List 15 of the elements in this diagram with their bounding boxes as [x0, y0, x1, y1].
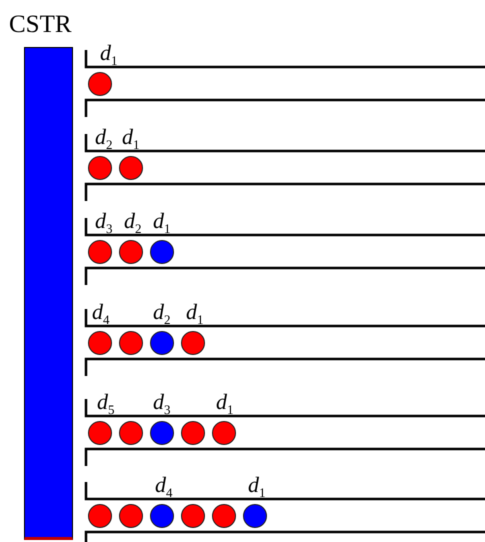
droplet-label: d$_{1}$	[248, 474, 266, 499]
droplet-label: d$_{3}$	[95, 210, 112, 235]
droplet-label: d$_{1}$	[122, 126, 140, 151]
reactor-label: CSTR	[9, 11, 72, 39]
droplet-label: d$_{1}$	[153, 210, 170, 235]
droplet-label: d$_{2}$	[124, 210, 142, 235]
droplet-label: d$_{5}$	[97, 391, 114, 416]
droplet-label: d$_{4}$	[92, 301, 110, 326]
droplet-label: d$_{1}$	[100, 42, 118, 67]
droplet-label: d$_{1}$	[186, 301, 204, 326]
droplet-label: d$_{3}$	[153, 391, 170, 416]
droplet-label: d$_{2}$	[153, 301, 170, 326]
droplet-label: d$_{2}$	[95, 126, 112, 151]
droplet-label: d$_{4}$	[155, 474, 172, 499]
droplet-label: d$_{1}$	[216, 391, 234, 416]
